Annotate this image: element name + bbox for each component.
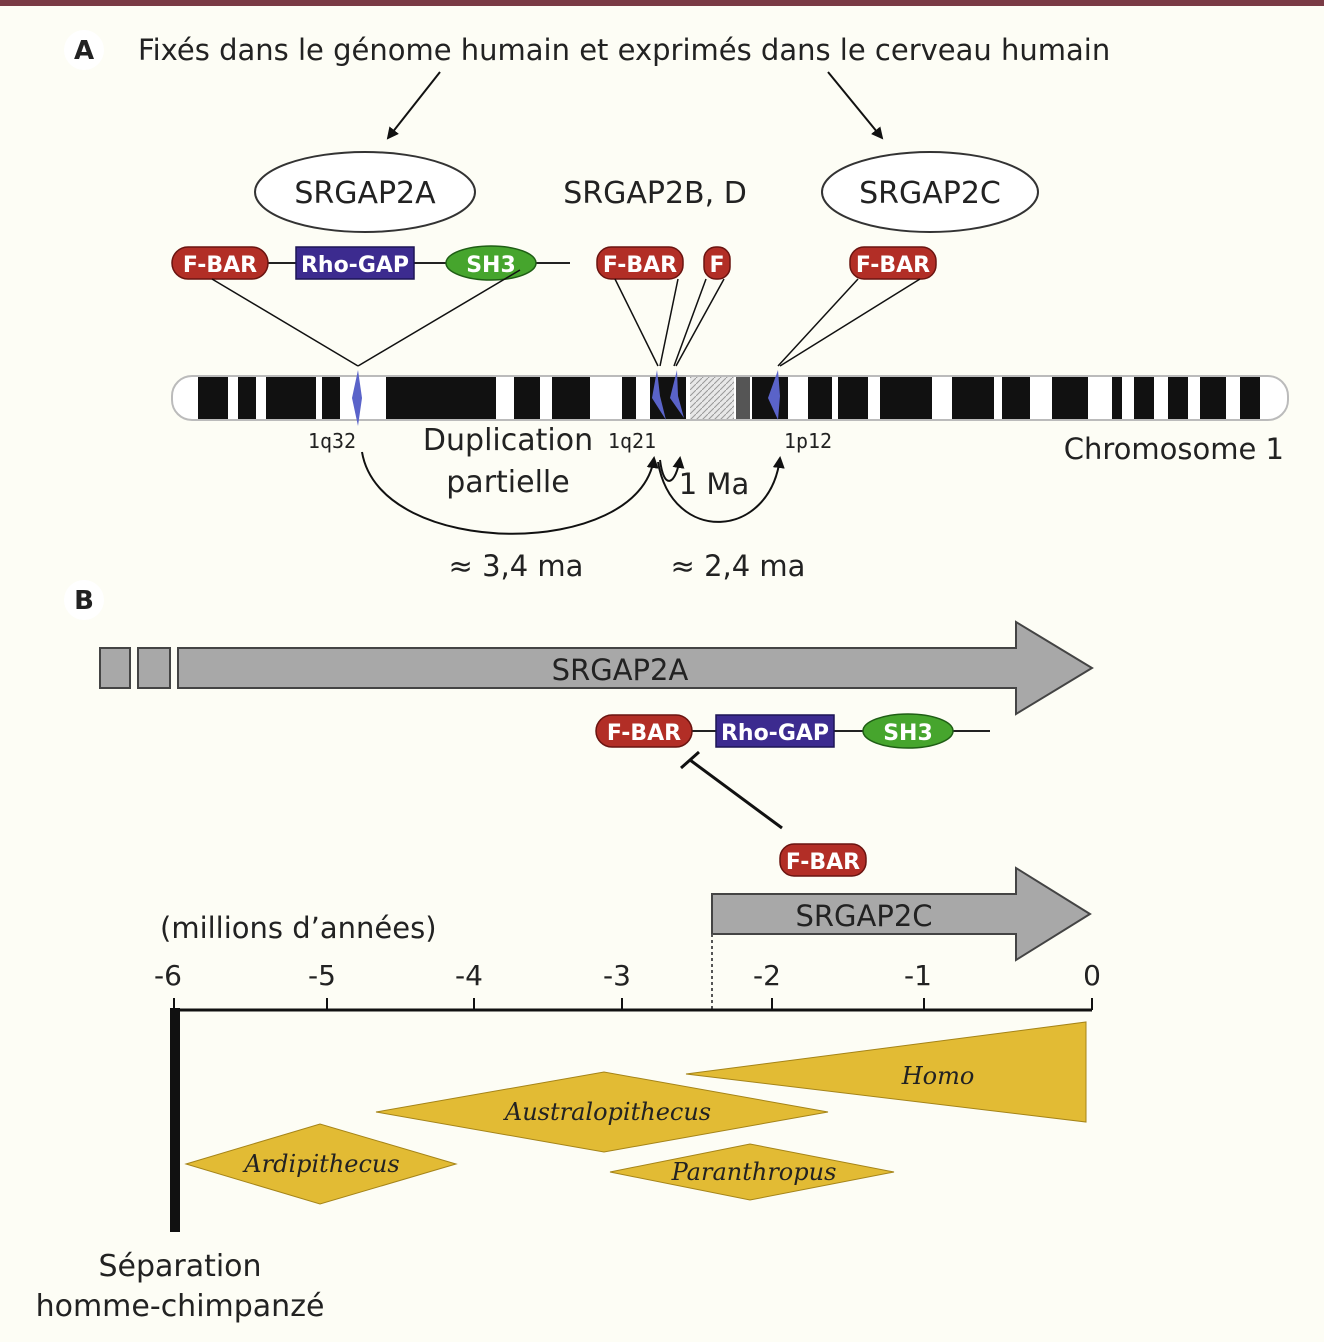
band-marker-1q21-a (652, 370, 666, 420)
inhibition-bar (680, 750, 700, 770)
srgap2a-block-1 (99, 647, 131, 689)
panel-a-title: Fixés dans le génome humain et exprimés … (138, 33, 1110, 67)
chromosome-1 (171, 370, 1289, 426)
band-label-1q21: 1q21 (608, 429, 656, 453)
sh3-domain-b (862, 713, 954, 749)
srgap2c-label: SRGAP2C (859, 176, 1001, 211)
chromosome-label: Chromosome 1 (1064, 432, 1284, 466)
axis-title: (millions d’années) (160, 911, 437, 945)
tick-label: 0 (1083, 959, 1101, 992)
link-2c-left (777, 278, 859, 367)
band-marker-1q21-b (670, 370, 684, 418)
link-2b-left (614, 278, 659, 367)
rhogap-label-b: Rho-GAP (721, 721, 829, 746)
sh3-label-2a: SH3 (466, 253, 516, 278)
fbar-label-b: F-BAR (607, 721, 681, 746)
ma-34-label: ≈ 3,4 ma (449, 549, 584, 583)
rhogap-domain-b (715, 714, 835, 748)
fbar-domain-2b (596, 246, 684, 280)
f-label-2d: F (709, 253, 724, 278)
paranthropus-label: Paranthropus (671, 1158, 837, 1186)
duplication-line2: partielle (446, 465, 569, 500)
fbar-domain-2c (849, 246, 937, 280)
srgap2a-arrow-label: SRGAP2A (552, 653, 689, 687)
srgap2a-label: SRGAP2A (294, 176, 436, 211)
panel-b-label: B (74, 586, 94, 616)
homo-label: Homo (901, 1062, 975, 1090)
australopithecus-shape (375, 1071, 829, 1153)
srgap2a-ellipse (254, 151, 476, 233)
srgap2bd-label: SRGAP2B, D (563, 176, 747, 211)
f-domain-2d (703, 246, 731, 280)
one-ma-label: 1 Ma (679, 467, 749, 501)
homo-shape (685, 1021, 1087, 1123)
duplication-arrow-34 (361, 451, 659, 535)
panel-b-badge (64, 580, 104, 620)
tick-label: -1 (904, 959, 932, 992)
link-2a-right (357, 269, 521, 367)
split-label-line2: homme-chimpanzé (36, 1289, 325, 1324)
panel-a: A Fixés dans le génome humain et exprimé… (64, 30, 1289, 583)
ardipithecus-label: Ardipithecus (242, 1150, 399, 1178)
duplication-line1: Duplication (423, 423, 593, 458)
band-marker-1p12 (768, 370, 780, 420)
fbar-label-2c: F-BAR (856, 253, 930, 278)
title-arrow-right (827, 71, 884, 140)
tick-label: -5 (308, 959, 336, 992)
rhogap-domain-2a (295, 246, 415, 280)
title-arrow-left (386, 71, 441, 140)
link-2c-right (779, 278, 921, 367)
duplication-arrow-1ma (659, 456, 685, 482)
srgap2a-block-2 (137, 647, 171, 689)
srgap2c-arrow (711, 866, 1092, 962)
inhibition-line (689, 758, 783, 830)
srgap2c-arrow-label: SRGAP2C (795, 899, 932, 933)
srgap2c-ellipse (821, 151, 1039, 233)
srgap2a-arrow (177, 620, 1094, 716)
australopithecus-label: Australopithecus (503, 1098, 711, 1126)
heterochromatin (690, 377, 734, 419)
fbar-label-2a: F-BAR (183, 253, 257, 278)
link-2b-right (659, 278, 679, 367)
link-2d-left (673, 278, 707, 367)
tick-label: -2 (753, 959, 781, 992)
paranthropus-shape (609, 1143, 895, 1201)
ma-24-label: ≈ 2,4 ma (671, 549, 806, 583)
panel-a-label: A (74, 36, 94, 66)
duplication-arrow-24 (657, 456, 785, 523)
fbar-domain-b (595, 714, 693, 748)
axis-ticks (173, 998, 1093, 1010)
split-marker (170, 1008, 180, 1232)
tick-label: -3 (603, 959, 631, 992)
band-marker-1q32 (352, 370, 362, 426)
ardipithecus-shape (184, 1123, 458, 1205)
top-bar (0, 0, 1324, 6)
fbar-label-2b: F-BAR (603, 253, 677, 278)
panel-b: B SRGAP2A F-BAR Rho-GAP SH3 F-BAR SRGAP2… (36, 580, 1101, 1324)
panel-a-badge (64, 30, 104, 70)
rhogap-label-2a: Rho-GAP (301, 253, 409, 278)
link-2a-left (211, 278, 359, 367)
sh3-domain-2a (445, 245, 537, 281)
split-label-line1: Séparation (98, 1249, 261, 1284)
link-2d-right (675, 278, 725, 367)
tick-label: -4 (455, 959, 483, 992)
fbar-domain-2a (171, 246, 269, 280)
band-label-1q32: 1q32 (308, 429, 356, 453)
fbar-label-2c-b: F-BAR (786, 850, 860, 875)
tick-label: -6 (154, 959, 182, 992)
band-label-1p12: 1p12 (784, 429, 832, 453)
sh3-label-b: SH3 (883, 721, 933, 746)
fbar-domain-2c-b (779, 843, 867, 877)
